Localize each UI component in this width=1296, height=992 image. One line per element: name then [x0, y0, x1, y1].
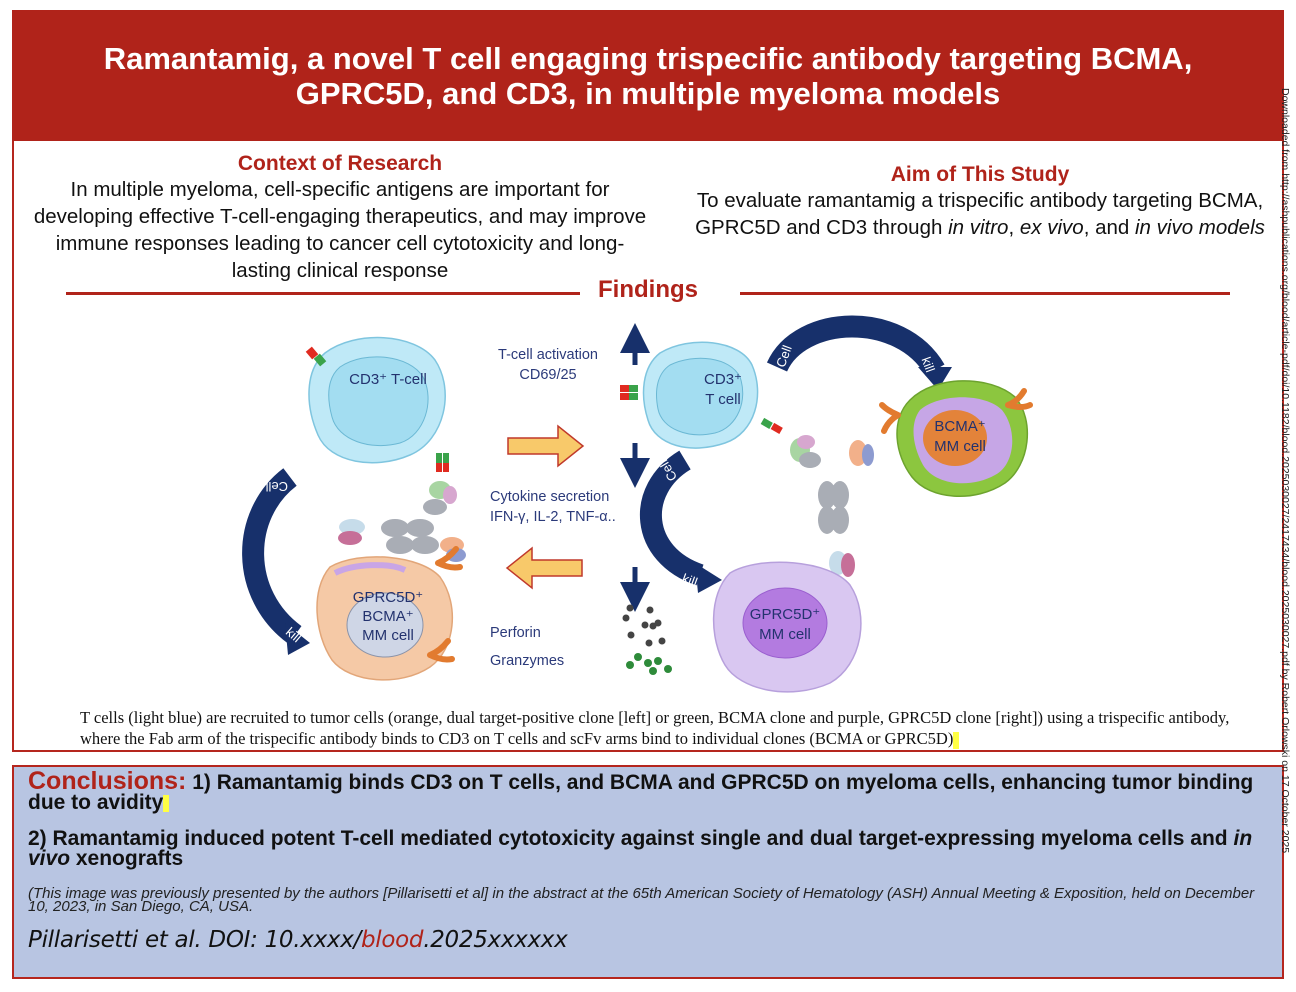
figure-caption: T cells (light blue) are recruited to tu… [80, 707, 1260, 749]
mechanism-illustration: Cell kill [242, 315, 1033, 693]
dual-target-tumor-cell [316, 546, 463, 681]
activation-line: T-cell activation [498, 347, 598, 363]
left-tumor-label-line: MM cell [362, 627, 414, 644]
highlight-mark [953, 731, 960, 749]
left-arrow-icon [505, 546, 583, 590]
presentation-note: (This image was previously presented by … [28, 885, 1255, 915]
conclusions-heading: Conclusions: [28, 767, 187, 795]
aim-section: Aim of This Study To evaluate ramantamig… [685, 163, 1275, 241]
conclusion-2-text: 2) Ramantamig induced potent T-cell medi… [28, 827, 1234, 850]
gprc5d-cell-label-line: GPRC5D⁺ [749, 606, 821, 623]
trispecific-antibody-icon [790, 435, 874, 577]
conclusions-box: Conclusions: 1) Ramantamig binds CD3 on … [12, 765, 1284, 979]
aim-italic: in vivo models [1134, 216, 1265, 239]
cytokine-line: IFN-γ, IL-2, TNF-α.. [490, 509, 616, 525]
bcma-receptor-icon [427, 638, 455, 663]
left-t-cell [305, 336, 449, 472]
cell-kill-arrow-bottom [640, 450, 722, 593]
perforin-label: Perforin [490, 625, 541, 641]
perforin-particles-icon [622, 604, 666, 647]
mechanism-figure: Cell kill [230, 305, 1060, 700]
gprc5d-tumor-cell [712, 561, 862, 693]
doi-suffix: .2025xxxxxx [423, 927, 568, 953]
aim-italic: ex vivo [1019, 216, 1084, 239]
activation-line: CD69/25 [519, 367, 577, 383]
arrow-kill-label-top: kill [919, 355, 938, 374]
findings-heading: Findings [598, 276, 698, 303]
activation-label: T-cell activation CD69/25 [488, 345, 608, 385]
conclusion-point-1: Conclusions: 1) Ramantamig binds CD3 on … [28, 769, 1258, 814]
page-title: Ramantamig, a novel T cell engaging tris… [103, 40, 1193, 111]
citation-doi: Pillarisetti et al. DOI: 10.xxxx/blood.2… [28, 927, 568, 953]
conclusion-2-italic: in vivo [28, 827, 1253, 870]
right-t-cell [620, 341, 783, 449]
context-heading: Context of Research [237, 152, 443, 175]
divider-line-left [66, 292, 580, 295]
granzymes-label: Granzymes [490, 653, 565, 669]
arrow-cell-label-top: Cell [773, 343, 795, 369]
trispecific-antibody-icon [338, 481, 466, 562]
aim-body: To evaluate ramantamig a trispecific ant… [685, 187, 1275, 241]
bcma-tumor-cell [879, 380, 1033, 498]
bcma-receptor-icon [435, 546, 463, 571]
cd3-receptor-icon [620, 385, 638, 400]
gprc5d-cell-label: GPRC5D⁺ MM cell [735, 605, 835, 645]
cd3-receptor-icon [305, 346, 327, 367]
cytokine-label: Cytokine secretion IFN-γ, IL-2, TNF-α.. [490, 487, 616, 527]
cd3-receptor-icon [436, 453, 449, 472]
conclusion-2-text: xenografts [70, 847, 184, 870]
cd3-receptor-icon [760, 417, 783, 434]
bcma-cell-label: BCMA⁺ MM cell [925, 417, 995, 457]
left-tcell-label: CD3⁺ T-cell [349, 371, 427, 388]
aim-text: To evaluate ramantamig a trispecific ant… [695, 189, 1264, 239]
highlight-mark [163, 794, 170, 812]
cytokine-line: Cytokine secretion [490, 489, 610, 505]
caption-text: T cells (light blue) are recruited to tu… [80, 708, 1230, 748]
doi-journal: blood [360, 927, 424, 953]
arrow-kill-label-bottom: kill [680, 571, 699, 590]
context-section: Context of Research In multiple myeloma,… [30, 152, 650, 284]
left-tumor-label: GPRC5D⁺ BCMA⁺ MM cell [338, 588, 438, 645]
cell-kill-arrow-top [766, 315, 952, 390]
conclusion-1-text: 1) Ramantamig binds CD3 on T cells, and … [28, 771, 1254, 814]
cell-kill-arrow-left [242, 468, 310, 655]
aim-heading: Aim of This Study [890, 163, 1070, 186]
right-tcell-label-line: CD3⁺ [704, 371, 742, 388]
title-banner: Ramantamig, a novel T cell engaging tris… [12, 10, 1284, 141]
right-arrow-icon [507, 424, 585, 468]
left-tumor-label-line: BCMA⁺ [362, 608, 414, 625]
findings-divider: Findings [66, 276, 1230, 306]
watermark-text: Downloaded from http://ashpublications.o… [1279, 88, 1291, 854]
bcma-cell-label-line: BCMA⁺ [934, 418, 986, 435]
aim-text: , and [1083, 216, 1135, 239]
doi-prefix: Pillarisetti et al. DOI: 10.xxxx/ [28, 927, 361, 953]
gprc5d-cell-label-line: MM cell [759, 626, 811, 643]
divider-line-right [740, 292, 1230, 295]
bcma-receptor-icon [879, 402, 901, 434]
download-watermark: Downloaded from http://ashpublications.o… [1277, 88, 1291, 908]
granzyme-particles-icon [626, 653, 672, 675]
arrow-cell-label-left: Cell [265, 479, 288, 494]
bcma-receptor-icon [1005, 388, 1033, 410]
right-tcell-label: CD3⁺ T cell [688, 370, 758, 410]
conclusion-point-2: 2) Ramantamig induced potent T-cell medi… [28, 827, 1258, 870]
right-tcell-label-line: T cell [705, 391, 741, 408]
left-tumor-label-line: GPRC5D⁺ [352, 589, 424, 606]
aim-text: , [1008, 216, 1020, 239]
context-body: In multiple myeloma, cell-specific antig… [33, 178, 647, 282]
aim-italic: in vitro [948, 216, 1009, 239]
bcma-cell-label-line: MM cell [934, 438, 986, 455]
